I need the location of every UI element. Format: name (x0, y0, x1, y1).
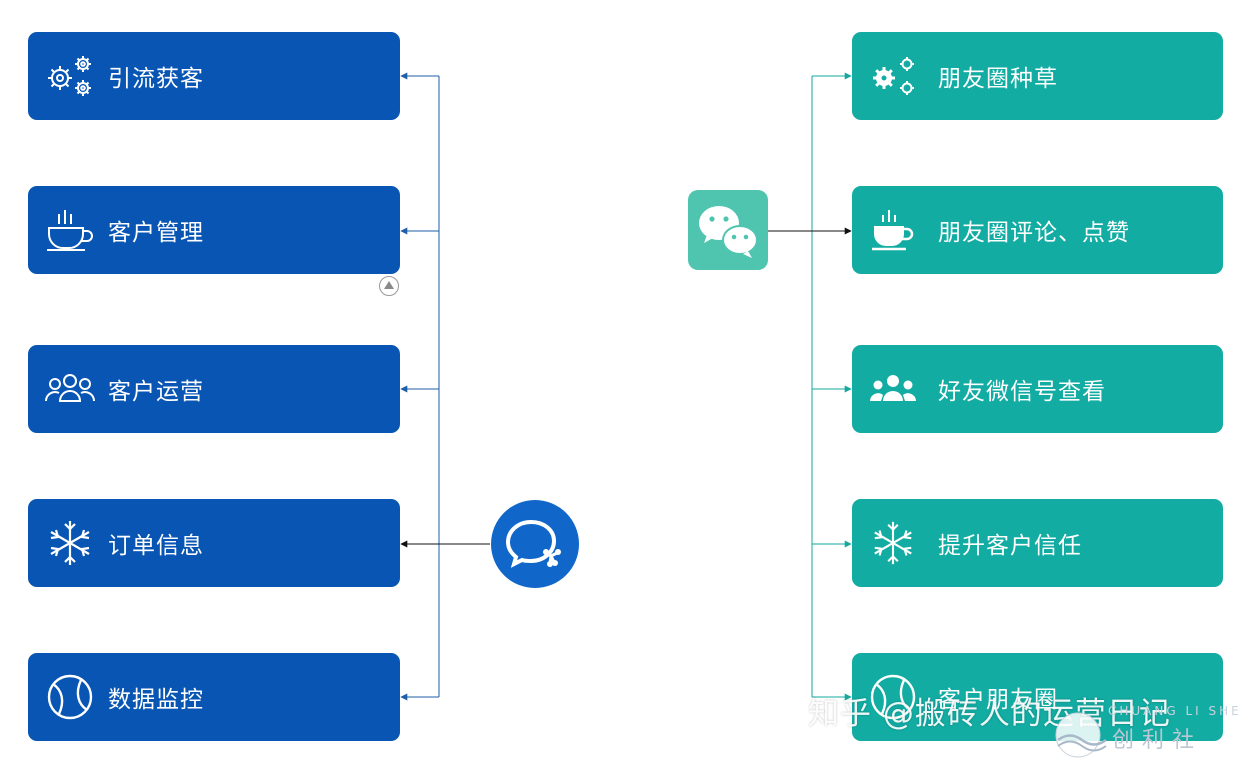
card-right-2[interactable]: 朋友圈评论、点赞 (852, 186, 1223, 274)
card-right-5[interactable]: 客户朋友圈 (852, 653, 1223, 741)
card-label: 客户运营 (108, 379, 204, 405)
snowflake-icon (42, 515, 98, 571)
users-icon (42, 361, 98, 417)
watermark-text: 知乎 @搬砖人的运营日记 (808, 696, 1171, 732)
card-left-2[interactable]: 客户管理 (28, 186, 400, 274)
card-label: 朋友圈种草 (938, 66, 1058, 92)
card-left-3[interactable]: 客户运营 (28, 345, 400, 433)
users-icon (868, 361, 918, 417)
card-label: 数据监控 (108, 687, 204, 713)
card-label: 客户管理 (108, 220, 204, 246)
card-label: 客户朋友圈 (938, 687, 1058, 713)
card-label: 引流获客 (108, 66, 204, 92)
coffee-cup-icon (868, 202, 918, 258)
ball-icon (42, 669, 98, 725)
ball-icon (868, 669, 918, 725)
coffee-cup-icon (42, 202, 98, 258)
watermark-logo-icon (1050, 712, 1110, 762)
card-label: 朋友圈评论、点赞 (938, 220, 1130, 246)
watermark-brand-sub: CHUANG LI SHE (1108, 704, 1242, 718)
card-label: 提升客户信任 (938, 533, 1082, 559)
snowflake-icon (868, 515, 918, 571)
card-right-3[interactable]: 好友微信号查看 (852, 345, 1223, 433)
card-label: 订单信息 (108, 533, 204, 559)
collapse-toggle[interactable] (378, 275, 400, 301)
card-left-5[interactable]: 数据监控 (28, 653, 400, 741)
gears-icon (42, 48, 98, 104)
card-right-1[interactable]: 朋友圈种草 (852, 32, 1223, 120)
card-left-1[interactable]: 引流获客 (28, 32, 400, 120)
wecom-logo-icon[interactable] (491, 500, 579, 592)
card-right-4[interactable]: 提升客户信任 (852, 499, 1223, 587)
watermark-brand: 创利社 (1112, 728, 1203, 753)
card-left-4[interactable]: 订单信息 (28, 499, 400, 587)
card-label: 好友微信号查看 (938, 379, 1106, 405)
wechat-logo-icon[interactable] (688, 190, 768, 274)
gears-icon (868, 48, 918, 104)
